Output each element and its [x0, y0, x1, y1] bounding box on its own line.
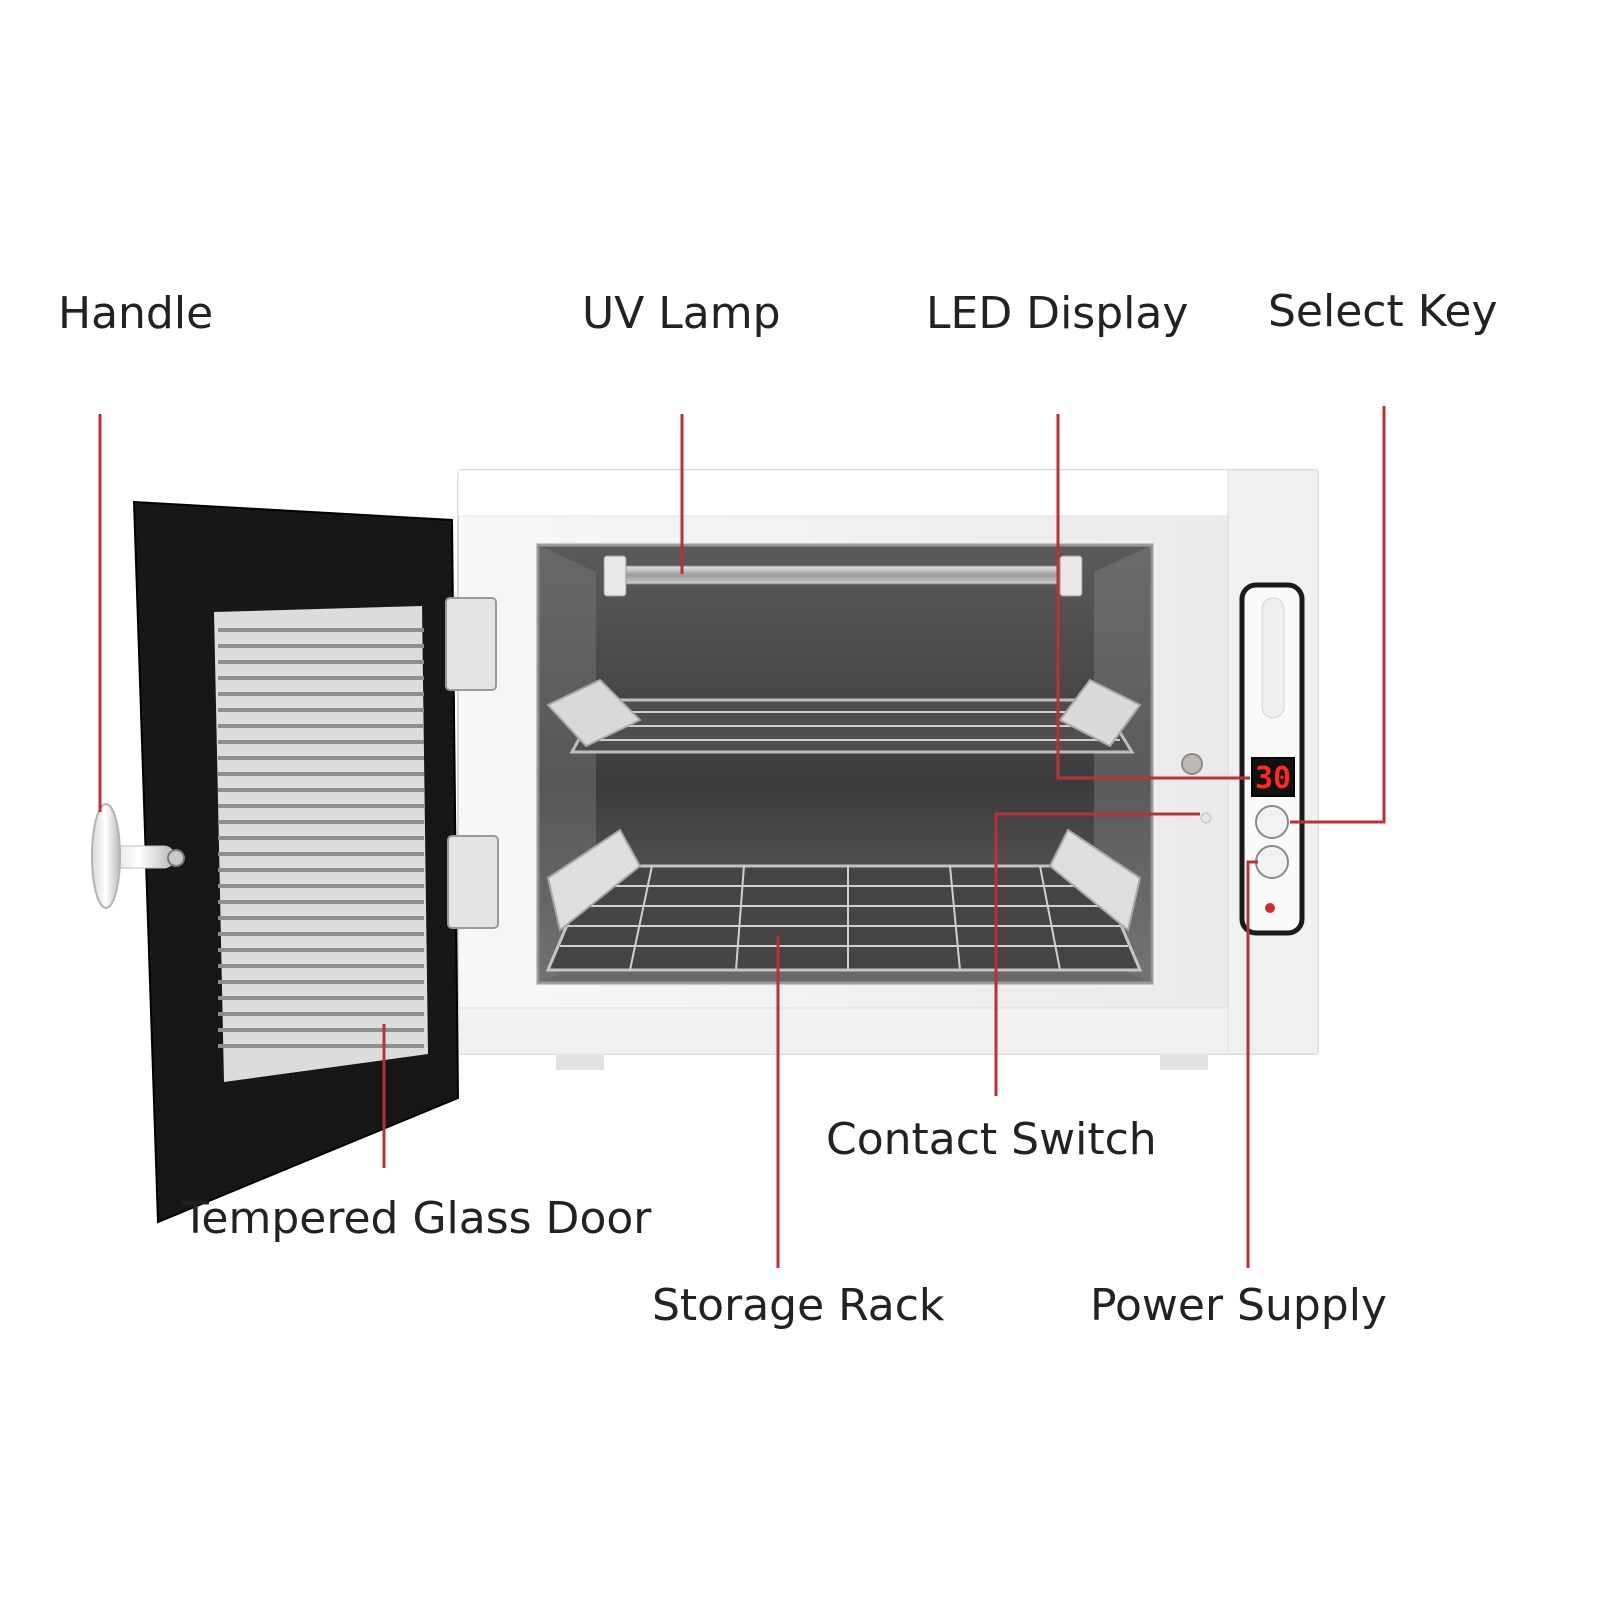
tempered-glass-door — [132, 500, 460, 1224]
lower-rack — [545, 828, 1143, 972]
label-power-supply: Power Supply — [1090, 1280, 1387, 1331]
label-select-key: Select Key — [1268, 286, 1498, 337]
leader-power-supply — [1246, 860, 1258, 1268]
handle-knob[interactable] — [91, 803, 185, 909]
door-glass-stripes — [218, 628, 424, 1048]
indicator-dot — [1200, 812, 1212, 824]
power-button[interactable] — [1255, 845, 1289, 879]
label-handle: Handle — [58, 288, 214, 339]
leader-lines — [98, 406, 1386, 1268]
uv-lamp-tube — [603, 555, 1083, 597]
contact-switch-button[interactable] — [1181, 753, 1203, 775]
label-storage-rack: Storage Rack — [652, 1280, 945, 1331]
label-uv-lamp: UV Lamp — [582, 288, 781, 339]
leader-contact-switch — [994, 812, 1200, 1096]
door-hinges — [445, 597, 499, 929]
leader-led-display — [1056, 414, 1250, 780]
leader-select-key — [1290, 406, 1386, 824]
label-tempered-glass-door: Tempered Glass Door — [182, 1193, 652, 1244]
led-display-value: 30 — [1255, 761, 1291, 796]
label-led-display: LED Display — [926, 288, 1189, 339]
led-display-screen — [1251, 757, 1295, 797]
select-key-button[interactable] — [1255, 805, 1289, 839]
label-contact-switch: Contact Switch — [826, 1114, 1157, 1165]
upper-rack — [546, 678, 1142, 754]
power-indicator-light — [1265, 903, 1275, 913]
control-panel: 30 — [1239, 582, 1305, 936]
